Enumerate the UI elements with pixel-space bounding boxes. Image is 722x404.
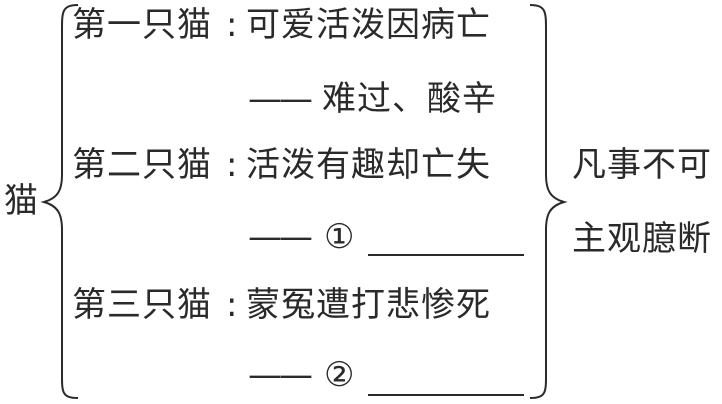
conclusion-line-2: 主观臆断 [572,219,712,259]
cat3-blank-marker: ② [324,355,356,395]
cat2-answer-blank [368,254,524,256]
cat1-feeling: 难过、酸辛 [322,79,497,119]
right-brace [529,4,568,399]
cat3-answer-blank [368,394,524,396]
cat2-blank-marker: ① [324,217,356,257]
cat3-label: 第三只猫 [72,285,212,325]
cat2-dash: —— [248,217,313,257]
root-label: 猫 [4,181,39,221]
cat1-dash: —— [248,79,313,119]
cat2-label: 第二只猫 [72,145,212,185]
left-brace [40,4,79,399]
cat3-colon: : [226,285,239,325]
cat3-description: 蒙冤遭打悲惨死 [246,285,491,325]
cat1-colon: : [226,5,239,45]
cat2-description: 活泼有趣却亡失 [246,145,491,185]
conclusion-line-1: 凡事不可 [572,145,712,185]
cat1-description: 可爱活泼因病亡 [246,5,491,45]
cat2-colon: : [226,145,239,185]
cat3-dash: —— [248,355,313,395]
cat1-label: 第一只猫 [72,5,212,45]
